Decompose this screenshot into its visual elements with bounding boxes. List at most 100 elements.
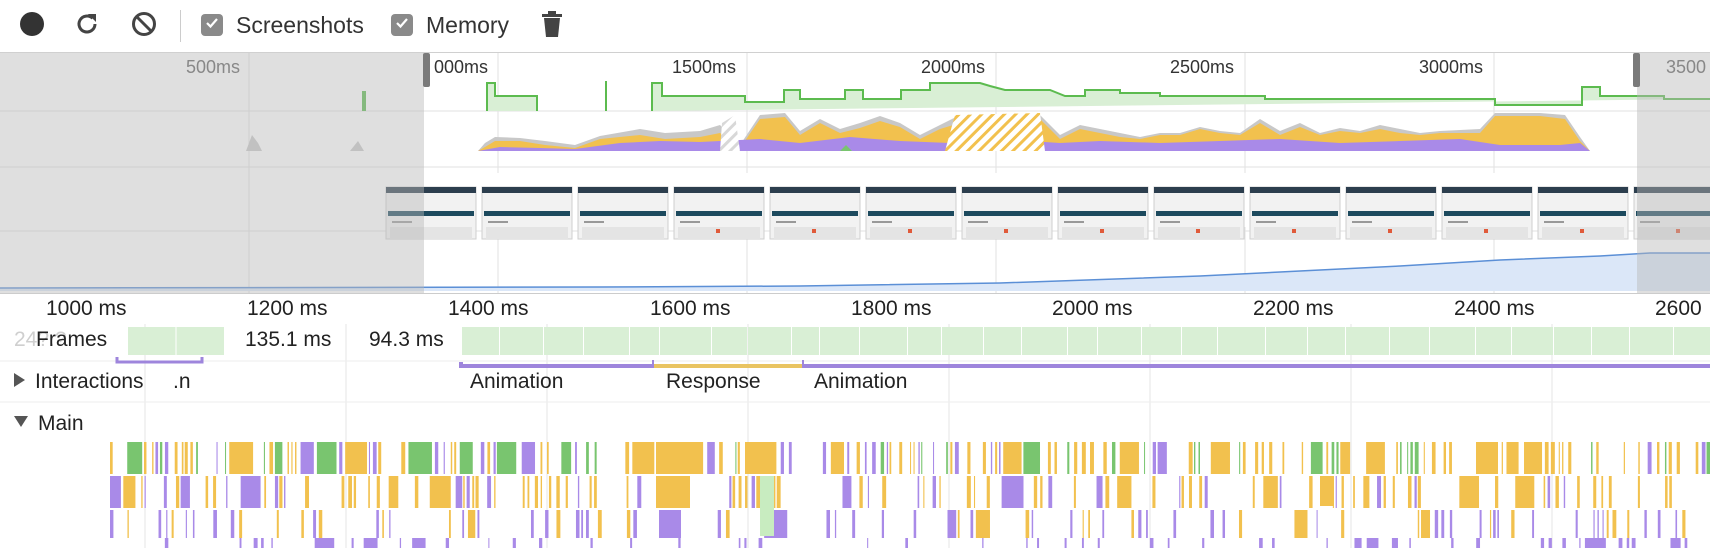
flame-event (1354, 538, 1362, 548)
flame-event (271, 538, 273, 548)
flame-event (494, 476, 496, 508)
flame-event (659, 510, 681, 538)
flame-event (561, 442, 572, 474)
flame-event (990, 442, 993, 474)
ruler-tick-label: 1400 ms (448, 297, 529, 320)
selection-left-handle[interactable] (423, 53, 430, 87)
flame-event (240, 476, 261, 508)
flame-event (1668, 442, 1672, 474)
flame-event (889, 442, 892, 474)
flame-event (1706, 442, 1710, 474)
timeline-overview[interactable]: 500ms 000ms 1500ms 2000ms 2500ms 3000ms … (0, 53, 1710, 294)
flame-event (1279, 476, 1282, 508)
memory-label[interactable]: Memory (426, 12, 510, 38)
flamechart-canvas[interactable] (0, 324, 1710, 548)
flame-event (488, 538, 490, 548)
frame-bar (1098, 327, 1141, 355)
main-track-header[interactable]: Main (14, 412, 84, 436)
garbage-collect-button[interactable] (536, 10, 568, 42)
flame-event (521, 442, 536, 474)
flame-event (1568, 442, 1572, 474)
flame-event (1179, 476, 1181, 508)
overview-tick-label: 2000ms (921, 57, 986, 77)
flame-event (738, 476, 742, 508)
flame-event (625, 442, 630, 474)
flame-event (171, 510, 174, 538)
flame-event (1309, 476, 1313, 508)
flame-event (1238, 510, 1243, 538)
flame-event (1282, 442, 1285, 474)
record-button[interactable] (16, 10, 48, 42)
flame-event (774, 442, 777, 474)
flame-event (1544, 442, 1549, 474)
flame-event (1682, 510, 1686, 538)
flame-event (158, 510, 162, 538)
overview-graphs (0, 53, 1710, 293)
flame-event (760, 476, 774, 536)
flame-event (1210, 510, 1215, 538)
clear-icon (130, 10, 158, 43)
flame-event (1088, 510, 1090, 538)
flame-event (1631, 538, 1636, 548)
flame-event (1684, 538, 1688, 548)
interaction-animation-label[interactable]: Animation (470, 370, 564, 393)
flame-event (305, 476, 309, 508)
flame-event (1026, 538, 1028, 548)
frames-track-label[interactable]: Frames (36, 328, 108, 351)
interaction-animation-label[interactable]: Animation (814, 370, 908, 393)
flame-event (1489, 510, 1492, 538)
flame-event (472, 476, 475, 508)
flame-event (1593, 510, 1595, 538)
flame-event (1105, 476, 1110, 508)
frame-duration[interactable]: 135.1 ms (245, 328, 332, 351)
flame-event (1242, 442, 1246, 474)
flame-event (1591, 442, 1593, 474)
frame-duration[interactable]: 94.3 ms (369, 328, 444, 351)
flame-event (123, 476, 136, 508)
flame-event (1434, 510, 1439, 538)
flame-event (1310, 442, 1323, 474)
flame-event (1593, 476, 1597, 508)
flame-event (534, 476, 539, 508)
ruler-tick-label: 1200 ms (247, 297, 328, 320)
flame-event (1331, 442, 1335, 474)
flame-event (180, 476, 190, 508)
clear-button[interactable] (128, 10, 160, 42)
frame-bar (1630, 327, 1673, 355)
flame-event (448, 510, 451, 538)
flame-event (918, 442, 920, 474)
flame-event (737, 442, 740, 474)
flame-event (1138, 510, 1142, 538)
interaction-response-label[interactable]: Response (666, 370, 761, 393)
flame-event (1146, 510, 1148, 538)
collapse-triangle-icon (14, 416, 28, 427)
screenshots-checkbox[interactable] (201, 14, 223, 36)
flame-event (1524, 442, 1543, 474)
interactions-track-label: Interactions (35, 370, 144, 393)
overview-tick-label: 3000ms (1419, 57, 1484, 77)
interactions-track-header[interactable]: Interactions (14, 370, 144, 394)
selection-right-handle[interactable] (1633, 53, 1640, 87)
flame-event (745, 476, 748, 508)
flame-event (780, 442, 784, 474)
flame-event (1366, 442, 1385, 474)
screenshots-label[interactable]: Screenshots (236, 12, 364, 38)
flame-event (487, 476, 492, 508)
flame-event (1407, 476, 1412, 508)
flame-event (632, 442, 655, 474)
flame-event (1199, 476, 1203, 508)
flame-event (729, 476, 732, 508)
flame-event (467, 510, 476, 538)
flame-event (540, 442, 543, 474)
reload-button[interactable] (71, 10, 103, 42)
flame-event (300, 442, 314, 474)
frame-bar (792, 327, 819, 355)
flame-event (1326, 538, 1328, 548)
flame-event (1081, 538, 1084, 548)
flame-event (626, 510, 631, 538)
memory-checkbox[interactable] (391, 14, 413, 36)
flame-event (1602, 510, 1604, 538)
flame-event (1167, 538, 1170, 548)
flame-event (155, 442, 159, 474)
flame-event (372, 442, 377, 474)
